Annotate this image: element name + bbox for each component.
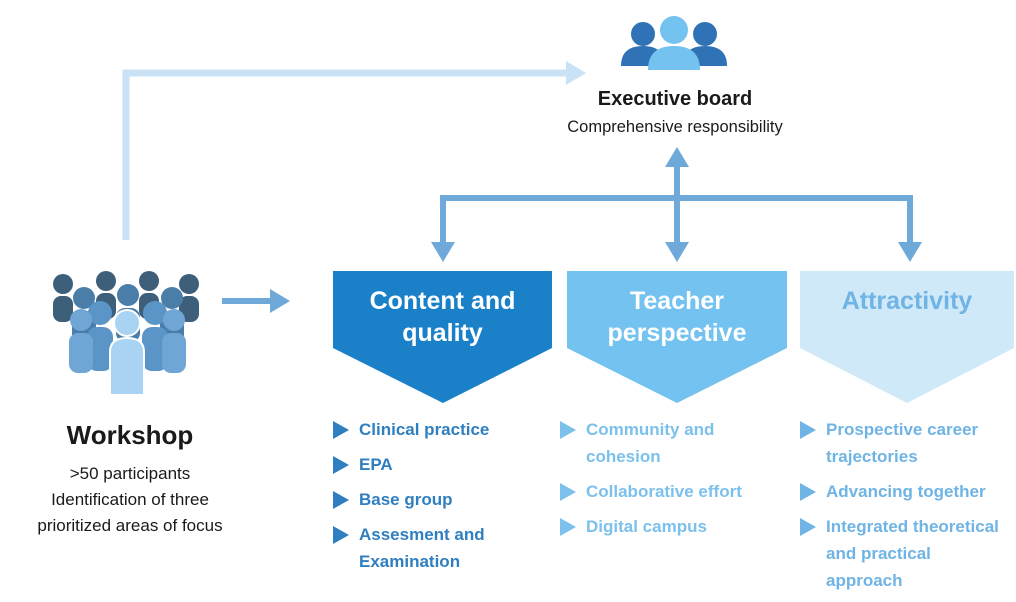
list-item-label: Community and cohesion: [586, 420, 715, 466]
list-item: Prospective career trajectories: [800, 416, 1012, 470]
pillar-label-line-1: Teacher: [629, 287, 725, 315]
content-quality-list: Clinical practice EPA Base group Assesme…: [333, 416, 533, 583]
people-group-icon: [621, 16, 727, 70]
list-item-label: Prospective career trajectories: [826, 420, 979, 466]
right-down-arrowhead: [898, 242, 922, 262]
workshop-to-board-arrowhead: [566, 61, 586, 85]
executive-board-title: Executive board: [597, 88, 753, 110]
list-item-label: EPA: [359, 455, 393, 474]
workshop-line-1: >50 participants: [69, 464, 191, 483]
bullet-triangle-icon: [800, 421, 816, 439]
list-item: Integrated theoretical and practical app…: [800, 513, 1006, 594]
bullet-triangle-icon: [800, 518, 816, 536]
list-item: Clinical practice: [333, 416, 533, 443]
bullet-triangle-icon: [560, 421, 576, 439]
board-up-arrowhead: [665, 147, 689, 167]
bullet-triangle-icon: [800, 483, 816, 501]
list-item: Digital campus: [560, 513, 750, 540]
list-item-label: Collaborative effort: [586, 482, 742, 501]
pillar-label-line-2: perspective: [607, 319, 747, 347]
teacher-perspective-list: Community and cohesion Collaborative eff…: [560, 416, 750, 548]
list-item: Community and cohesion: [560, 416, 750, 470]
distribution-bar: [440, 195, 913, 244]
list-item-label: Digital campus: [586, 517, 707, 536]
pillar-label-line-1: Attractivity: [841, 287, 973, 315]
list-item-label: Base group: [359, 490, 453, 509]
center-down-arrowhead: [665, 242, 689, 262]
crowd-icon: [53, 271, 199, 396]
list-item-label: Integrated theoretical and practical app…: [826, 517, 999, 590]
list-item: Assesment and Examination: [333, 521, 529, 575]
pillar-label-teacher-perspective: Teacher perspective: [567, 285, 787, 349]
workshop-line-3: prioritized areas of focus: [37, 516, 223, 535]
pillar-label-line-2: quality: [402, 319, 483, 347]
bullet-triangle-icon: [560, 483, 576, 501]
list-item: Base group: [333, 486, 533, 513]
pillar-shape-teacher-perspective: [567, 271, 787, 403]
attractivity-list: Prospective career trajectories Advancin…: [800, 416, 1012, 602]
workshop-line-2: Identification of three: [51, 490, 209, 509]
list-item-label: Assesment and Examination: [359, 525, 485, 571]
pillar-label-attractivity: Attractivity: [800, 285, 1014, 317]
list-item: Advancing together: [800, 478, 1012, 505]
bullet-triangle-icon: [333, 421, 349, 439]
bullet-triangle-icon: [333, 526, 349, 544]
pillar-label-content-quality: Content and quality: [333, 285, 552, 349]
workshop-to-board-connector: [122, 69, 566, 240]
pillar-shape-content-quality: [333, 271, 552, 403]
list-item: Collaborative effort: [560, 478, 750, 505]
pillar-label-line-1: Content and: [369, 287, 516, 315]
left-down-arrowhead: [431, 242, 455, 262]
list-item-label: Clinical practice: [359, 420, 490, 439]
bullet-triangle-icon: [560, 518, 576, 536]
executive-board-subtitle: Comprehensive responsibility: [567, 118, 783, 136]
workshop-title: Workshop: [66, 420, 194, 450]
bullet-triangle-icon: [333, 491, 349, 509]
pillar-shape-attractivity: [800, 271, 1014, 403]
bullet-triangle-icon: [333, 456, 349, 474]
workshop-to-pillars-arrowhead: [270, 289, 290, 313]
list-item-label: Advancing together: [826, 482, 986, 501]
list-item: EPA: [333, 451, 533, 478]
